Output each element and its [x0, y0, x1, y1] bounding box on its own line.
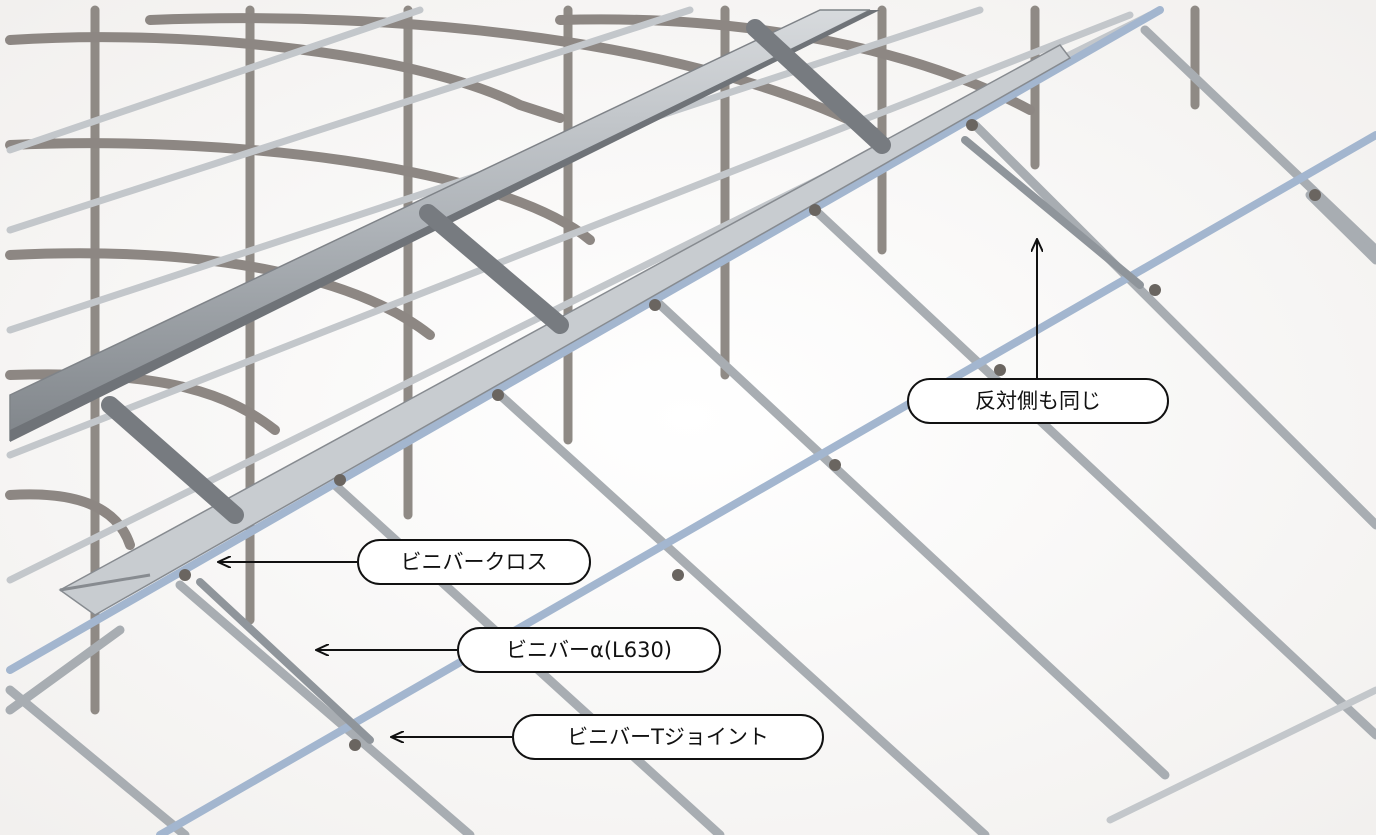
label-vinybar-cross: ビニバークロス [357, 539, 591, 585]
diagonal-struts [101, 19, 891, 524]
short-bars [196, 136, 1144, 744]
label-vinybar-t-joint: ビニバーTジョイント [512, 714, 824, 760]
leader-arrows [219, 240, 1037, 737]
label-vinybar-alpha: ビニバーα(L630) [457, 627, 721, 673]
blue-side-pipe [6, 6, 1376, 835]
label-same-on-opposite-side: 反対側も同じ [907, 378, 1169, 424]
